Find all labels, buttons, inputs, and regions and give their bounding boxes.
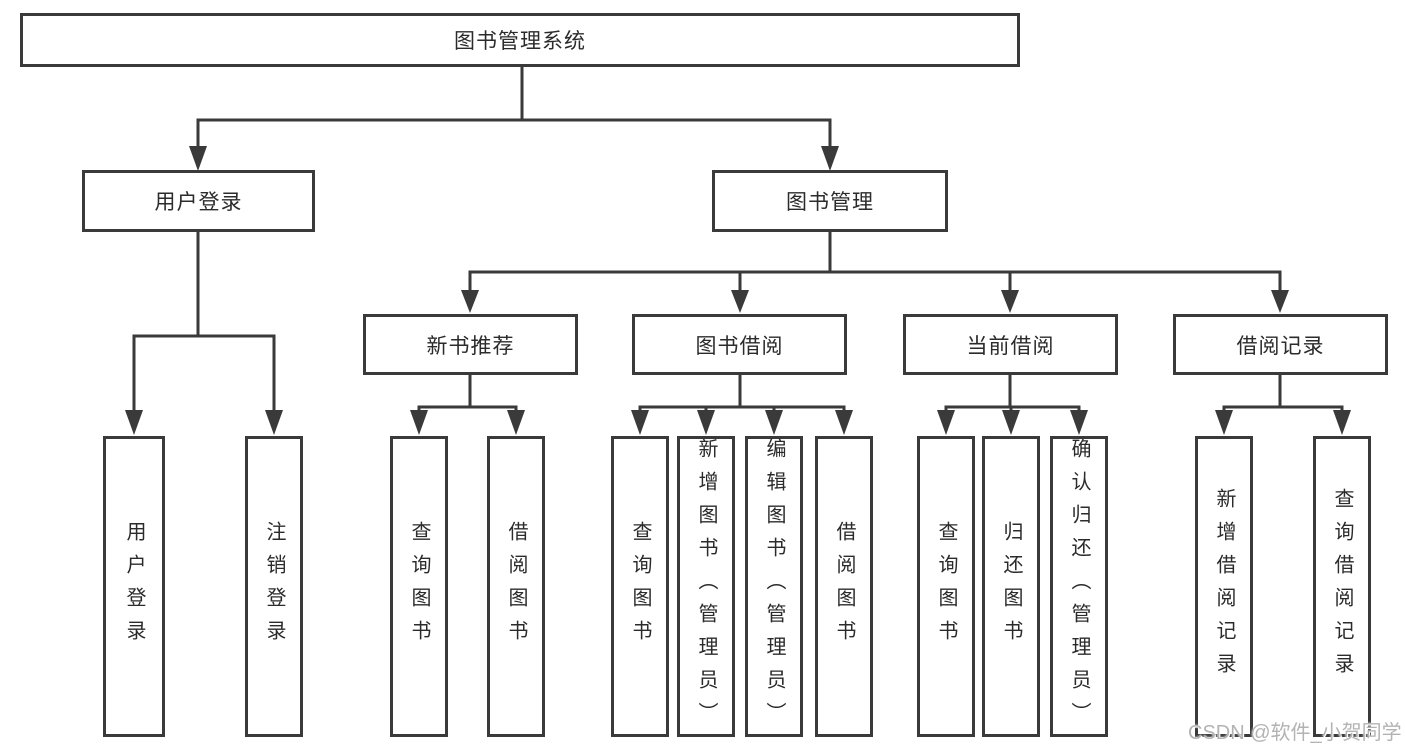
leaf-user-login: 用户登录 <box>103 436 165 737</box>
leaf-edit-book-admin: 编辑图书（管理员） <box>745 436 803 737</box>
leaf-label: 查询借阅记录 <box>1331 487 1353 686</box>
leaf-query-books-borrow: 查询图书 <box>611 436 669 737</box>
leaf-label: 查询图书 <box>408 520 430 653</box>
leaf-add-book-admin: 新增图书（管理员） <box>677 436 735 737</box>
node-label: 用户登录 <box>154 191 243 214</box>
leaf-label: 归还图书 <box>1000 520 1022 653</box>
connector-borrow-records-to-leaves <box>1215 373 1351 435</box>
node-book-management: 图书管理 <box>712 170 948 232</box>
connector-book-management-to-level3 <box>461 230 1289 313</box>
node-label: 图书借阅 <box>695 334 784 358</box>
node-book-borrow: 图书借阅 <box>632 314 847 375</box>
leaf-label: 借阅图书 <box>505 520 527 653</box>
leaf-label: 确认归还（管理员） <box>1068 438 1090 735</box>
leaf-logout: 注销登录 <box>245 436 303 737</box>
leaf-return-book: 归还图书 <box>982 436 1040 737</box>
leaf-borrow-books-recommend: 借阅图书 <box>487 436 545 737</box>
node-user-login: 用户登录 <box>82 170 315 232</box>
csdn-watermark: CSDN @软件_小贺同学 <box>1188 722 1402 744</box>
leaf-label: 注销登录 <box>263 520 285 653</box>
leaf-label: 借阅图书 <box>833 520 855 653</box>
node-current-borrow: 当前借阅 <box>903 314 1118 375</box>
leaf-add-borrow-record: 新增借阅记录 <box>1195 436 1253 737</box>
leaf-label: 编辑图书（管理员） <box>763 438 785 735</box>
leaf-label: 用户登录 <box>123 520 145 653</box>
leaf-label: 查询图书 <box>629 520 651 653</box>
node-new-book-recommend: 新书推荐 <box>363 314 578 375</box>
connector-book-borrow-to-leaves <box>631 373 853 435</box>
node-label: 当前借阅 <box>966 334 1055 358</box>
connector-current-borrow-to-leaves <box>937 373 1088 435</box>
node-label: 新书推荐 <box>426 334 515 358</box>
connector-new-book-to-leaves <box>410 373 525 435</box>
leaf-label: 查询图书 <box>935 520 957 653</box>
leaf-query-books-recommend: 查询图书 <box>390 436 448 737</box>
node-label: 借阅记录 <box>1236 334 1325 358</box>
node-borrow-records: 借阅记录 <box>1173 314 1388 375</box>
connector-root-to-level2 <box>189 65 839 171</box>
connector-user-login-to-leaves <box>125 230 283 435</box>
leaf-label: 新增图书（管理员） <box>695 438 717 735</box>
node-library-management-system: 图书管理系统 <box>20 13 1020 67</box>
node-label: 图书管理系统 <box>454 30 586 53</box>
leaf-query-books-current: 查询图书 <box>917 436 975 737</box>
node-label: 图书管理 <box>786 191 874 214</box>
leaf-label: 新增借阅记录 <box>1213 487 1235 686</box>
leaf-confirm-return-admin: 确认归还（管理员） <box>1050 436 1108 737</box>
leaf-borrow-books: 借阅图书 <box>815 436 873 737</box>
leaf-query-borrow-record: 查询借阅记录 <box>1313 436 1371 737</box>
